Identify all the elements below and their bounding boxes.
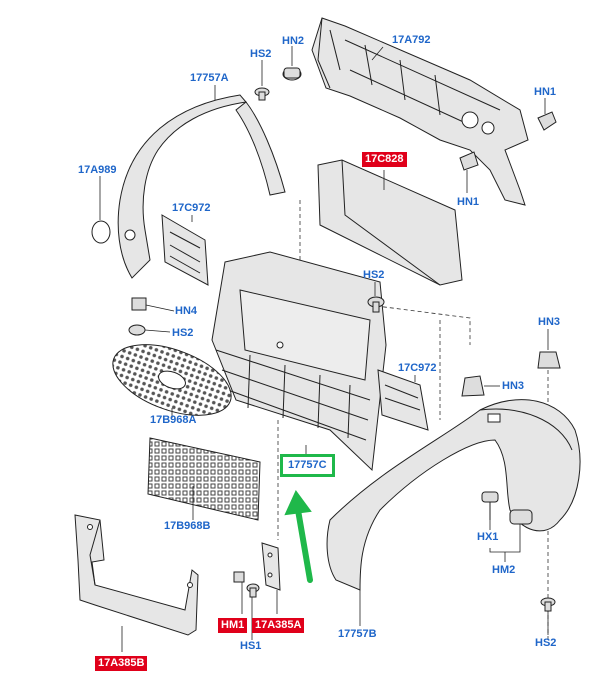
label-17B968A: 17B968A — [150, 414, 197, 426]
part-17C972-left-bracket — [161, 214, 209, 286]
label-hs2-left: HS2 — [172, 327, 194, 339]
label-hn3: HN3 — [502, 380, 525, 392]
part-17A385A-bracket — [261, 542, 281, 591]
label-hs2-top: HS2 — [250, 48, 272, 60]
label-17C972-right: 17C972 — [398, 362, 437, 374]
label-17A989: 17A989 — [78, 164, 117, 176]
part-hs1-screw — [246, 583, 260, 598]
label-17757B: 17757B — [338, 628, 377, 640]
highlight-arrow — [284, 490, 313, 583]
part-hm1-clip — [233, 571, 245, 583]
part-hn1-clip-mid — [459, 151, 479, 171]
part-hn1-clip-right — [537, 111, 557, 131]
part-hn2-nut — [282, 67, 302, 81]
part-hs2-screw-top — [254, 87, 270, 101]
part-hs2-screw-bottom — [540, 597, 556, 612]
label-hx1: HX1 — [477, 531, 499, 543]
part-hn3-clip — [461, 375, 485, 397]
part-17A792-bracket — [311, 17, 529, 206]
part-17757C-grille — [211, 251, 387, 472]
label-hn2: HN2 — [282, 35, 305, 47]
part-17C972-right-bracket — [377, 369, 429, 431]
label-17B968B: 17B968B — [164, 520, 211, 532]
label-17A385B: 17A385B — [95, 656, 148, 671]
part-hs2-screw-mid — [367, 296, 385, 313]
label-17757C: 17757C — [280, 454, 335, 477]
label-17C972-left: 17C972 — [172, 202, 211, 214]
part-hs2-screw-left — [128, 324, 146, 336]
label-hm1: HM1 — [218, 618, 248, 633]
part-17B968B-mesh-panel — [147, 437, 261, 521]
label-17A385A: 17A385A — [252, 618, 305, 633]
label-hs1: HS1 — [240, 640, 262, 652]
label-hs2-bottom: HS2 — [535, 637, 557, 649]
label-hn1-right: HN1 — [534, 86, 557, 98]
part-17B968A-oval-mesh — [112, 344, 232, 416]
label-hn3-top: HN3 — [538, 316, 561, 328]
label-hm2: HM2 — [492, 564, 516, 576]
label-17757A: 17757A — [190, 72, 229, 84]
part-17757A-wheel-arch — [117, 94, 286, 279]
label-17C828: 17C828 — [362, 152, 407, 167]
part-hn3-clip-top — [537, 351, 561, 369]
part-hx1-fastener — [481, 491, 499, 520]
label-17A792: 17A792 — [392, 34, 431, 46]
label-hn4: HN4 — [175, 305, 198, 317]
part-hm2-nut — [509, 509, 533, 525]
label-hn1-mid: HN1 — [457, 196, 480, 208]
part-17A385B-lower-bracket — [74, 514, 199, 636]
label-hs2-mid: HS2 — [363, 269, 385, 281]
part-17C828-plate — [317, 159, 463, 286]
part-17A989-grommet — [91, 220, 111, 244]
part-hn4-clip — [131, 297, 147, 311]
